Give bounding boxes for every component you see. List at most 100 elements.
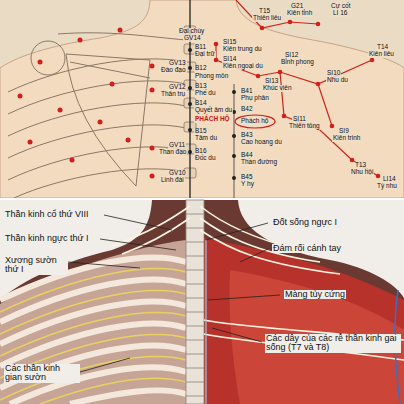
acupoint-dot [376, 174, 381, 179]
acupoint-label: B14 [194, 100, 208, 107]
acupoint-dot [232, 154, 236, 158]
acupoint-label: B13 [194, 83, 208, 90]
acupoint-label: Phong môn [194, 73, 229, 80]
leader-line [206, 223, 268, 240]
anatomy-label: Các thần kinh gian sườn [4, 364, 80, 383]
leader-line [100, 239, 176, 250]
back-muscle [204, 238, 404, 404]
acupoint-dot [214, 58, 219, 63]
acupoint-dot [150, 64, 155, 69]
acupoint-label: Kiên trung du [222, 46, 263, 53]
skeleton-sketch [8, 59, 186, 92]
meridian-line [216, 0, 378, 176]
rib [0, 258, 186, 404]
acupoint-label: GV12 [168, 84, 187, 91]
lung [229, 270, 404, 404]
acupoint-label: Đại trữ [194, 51, 216, 58]
anatomy-label: Xương sườn thứ I [4, 256, 68, 275]
acupoint-dot [188, 102, 192, 106]
vertebra [186, 312, 204, 313]
acupoint-dot [18, 94, 23, 99]
acupoint-label: B42 [240, 106, 254, 113]
acupoint-label: PHÁCH HỘ [194, 116, 231, 123]
acupoint-label: Thần đường [240, 159, 278, 166]
acupoint-dot [150, 174, 155, 179]
anatomy-label: Màng tủy cứng [284, 290, 346, 299]
anatomy-label: Đốt sống ngực I [272, 218, 338, 227]
acupoint-label: Linh đài [160, 177, 185, 184]
acupoint-label: Đại chùy [178, 28, 205, 35]
acupoint-dot [214, 42, 219, 47]
anatomy-label: Đám rối cánh tay [272, 244, 342, 253]
acupoint-label: T14 [376, 44, 389, 51]
acupoint-label: LI14 [382, 176, 397, 183]
acupoint-label: B44 [240, 152, 254, 159]
acupoint-dot [330, 124, 335, 129]
vertebra [186, 298, 204, 299]
skeleton-sketch [8, 103, 186, 136]
acupoint-label: Cự cốt [330, 3, 352, 10]
vertebra [186, 270, 204, 271]
torso [0, 200, 404, 404]
acupoint-label: Cao hoang du [240, 139, 283, 146]
vertebra [186, 256, 204, 257]
acupoint-label: Quyết âm du [194, 107, 233, 114]
meridian-line [234, 84, 235, 198]
acupoint-dot [188, 150, 192, 154]
acupoint-label: T15 [258, 8, 271, 15]
acupoint-dot [188, 128, 192, 132]
skeleton-sketch [8, 81, 186, 114]
acupoint-label: SI11 [292, 116, 307, 123]
vertebra [186, 382, 204, 383]
acupoint-dot [150, 88, 155, 93]
leader-line [104, 215, 172, 230]
acupoint-dot [256, 74, 261, 79]
acupoint-label: B16 [194, 148, 208, 155]
acupoint-label: GV11 [168, 142, 186, 149]
meridian-line [318, 84, 332, 126]
acupoint-label: Đào đạo [160, 67, 187, 74]
acupoint-label: Kiên ngoại du [222, 63, 264, 70]
acupoint-label: Nhu du [326, 77, 349, 84]
acupoint-label: Y hy [240, 181, 255, 188]
acupoint-dot [316, 22, 321, 27]
acupoint-dot [70, 158, 75, 163]
vertebra [186, 214, 204, 215]
leader-line [212, 328, 262, 342]
acupoint-dot [370, 58, 375, 63]
acupoint-dot [232, 134, 236, 138]
acupoint-dot [110, 82, 115, 87]
rib [70, 390, 186, 404]
acupoint-label: Bỉnh phong [280, 59, 315, 66]
anatomy-label: Thần kinh ngực thứ I [4, 234, 90, 243]
acupoint-dot [188, 48, 192, 52]
acupoint-label: B11 [194, 44, 207, 51]
acupoint-label: SI13 [264, 78, 279, 85]
acupoint-dot [118, 28, 123, 33]
anatomy-panel [0, 200, 404, 404]
vertebra [186, 228, 204, 229]
acupoint-label: SI14 [222, 56, 237, 63]
dura-mater [205, 240, 206, 404]
acupoint-label: G21 [290, 3, 304, 10]
acupoint-dot [126, 138, 131, 143]
acupoint-dot [98, 120, 103, 125]
acupoint-label: LI 16 [332, 10, 348, 17]
acupoint-dot [288, 20, 293, 25]
acupoint-dot [78, 38, 83, 43]
acupoint-dot [18, 20, 381, 179]
skeleton-sketch [8, 33, 186, 198]
intercostal-nerve [0, 269, 186, 404]
acupoint-label: Thân trụ [160, 91, 186, 98]
acupoint-label: GV14 [183, 35, 202, 42]
acupoint-label: SI12 [284, 52, 299, 59]
nerve [204, 334, 404, 360]
acupoint-label: B15 [194, 128, 208, 135]
acupoint-label: Thần đạo [158, 149, 187, 156]
vertebra [186, 214, 204, 396]
acupoint-label: Tâm du [194, 135, 218, 142]
skeleton-sketch [58, 33, 186, 40]
acupoint-dot [232, 90, 236, 94]
acupoint-label: T13 [354, 162, 367, 169]
